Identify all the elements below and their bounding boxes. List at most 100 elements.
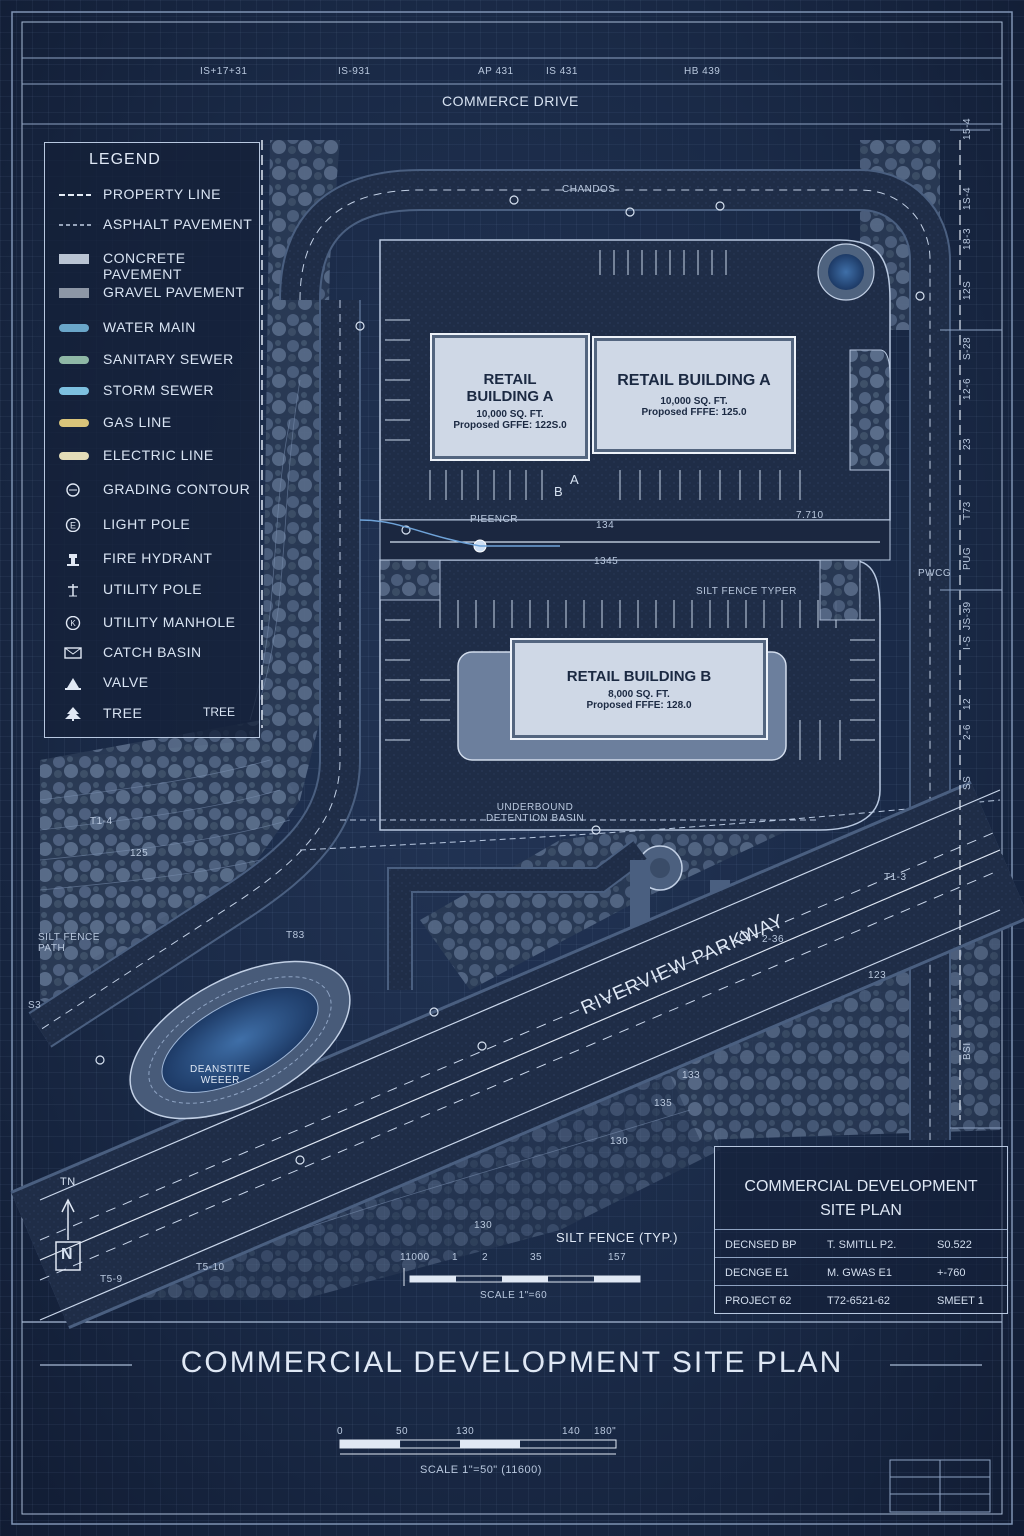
right-station-label: S-28 — [962, 336, 973, 360]
title-block-row-2: DECNGE E1 M. GWAS E1 +-760 — [715, 1257, 1007, 1288]
street-name-top: COMMERCE DRIVE — [442, 93, 579, 109]
legend-item-storm-sewer: STORM SEWER — [57, 381, 257, 401]
legend-item-label: ASPHALT PAVEMENT — [103, 216, 253, 232]
annotation-125: 125 — [130, 848, 149, 859]
legend-item-label: LIGHT POLE — [103, 516, 191, 532]
svg-text:E: E — [70, 521, 76, 531]
station-label-2: IS-931 — [338, 66, 371, 77]
hydrant-icon — [67, 554, 79, 566]
inner-scale-tick-3: 35 — [530, 1252, 543, 1263]
legend-item-water-main: WATER MAIN — [57, 318, 257, 338]
annotation-t14: T1-4 — [90, 816, 113, 827]
tb-cell: T72-6521-62 — [827, 1295, 890, 1307]
legend-item-label: PROPERTY LINE — [103, 186, 222, 202]
inner-scale-tick-0: 11000 — [400, 1252, 430, 1263]
tb-cell: T. SMITLL P2. — [827, 1239, 897, 1251]
annotation-135: 135 — [654, 1098, 673, 1109]
legend-item-label: CONCRETE PAVEMENT — [103, 250, 186, 282]
right-station-label: 2-6 — [962, 724, 973, 740]
annotation-pipe: PIEENCR — [470, 514, 518, 525]
annotation-134: 134 — [596, 520, 615, 531]
station-label-3: AP 431 — [478, 66, 514, 77]
right-station-label: 12-6 — [962, 377, 973, 400]
outer-border — [11, 11, 1013, 1525]
legend-item-electric-line: ELECTRIC LINE — [57, 446, 257, 466]
tb-cell: SMEET 1 — [937, 1295, 984, 1307]
annotation-123: 123 — [868, 970, 887, 981]
annotation-1345: 1345 — [594, 556, 619, 567]
legend-item-concrete-pavement: CONCRETE PAVEMENT — [57, 249, 257, 282]
title-block-title: COMMERCIAL DEVELOPMENT SITE PLAN — [715, 1175, 1007, 1223]
annotation-7710: 7.710 — [796, 510, 824, 521]
cream-pipe-icon — [59, 452, 89, 460]
bottom-scale-label: SCALE 1"=50" (11600) — [420, 1464, 542, 1476]
legend-item-label: UTILITY POLE — [103, 581, 203, 597]
building-area: 10,000 SQ. FT. — [476, 409, 544, 420]
station-label-1: IS+17+31 — [200, 66, 248, 77]
annotation-pond: DEANSTITE WEEER — [190, 1064, 251, 1086]
legend-item-tree: TREE — [57, 704, 257, 724]
building-retail-a-west: RETAIL BUILDING A 10,000 SQ. FT. Propose… — [430, 333, 590, 461]
bottom-scale-tick-0: 0 — [337, 1426, 344, 1437]
tb-cell: DECNGE E1 — [725, 1267, 789, 1279]
legend-item-gas-line: GAS LINE — [57, 413, 257, 433]
annotation-silt-fence-path: SILT FENCE PATH — [38, 932, 100, 954]
right-station-label: 15-4 — [962, 117, 973, 140]
legend-panel: LEGEND PROPERTY LINE ASPHALT PAVEMENT CONC… — [44, 142, 260, 738]
legend-item-utility-pole: UTILITY POLE — [57, 580, 257, 600]
blue-pipe-icon — [59, 324, 89, 332]
right-station-label: T73 — [962, 501, 973, 520]
right-station-label: BSI — [962, 1042, 973, 1060]
catch-basin-icon — [64, 647, 82, 659]
right-station-label: 12S — [962, 280, 973, 300]
pole-icon — [68, 584, 78, 597]
inner-scale-tick-2: 2 — [482, 1252, 489, 1263]
bottom-scale-tick-3: 140 — [562, 1426, 581, 1437]
annotation-130b: 130 — [474, 1220, 493, 1231]
legend-item-label: GRADING CONTOUR — [103, 481, 251, 497]
annotation-silt-fence-typ: SILT FENCE (TYP.) — [556, 1230, 678, 1245]
legend-item-catch-basin: CATCH BASIN — [57, 643, 257, 663]
legend-tree-note: TREE — [202, 705, 235, 719]
building-area: 10,000 SQ. FT. — [660, 396, 728, 407]
annotation-130a: 130 — [610, 1136, 629, 1147]
legend-item-label: WATER MAIN — [103, 319, 196, 335]
legend-item-label: GAS LINE — [103, 414, 172, 430]
right-station-label: JS-39 — [962, 601, 973, 630]
legend-item-asphalt-pavement: ASPHALT PAVEMENT — [57, 215, 257, 235]
annotation-silt-fence-type: SILT FENCE TYPER — [696, 586, 797, 597]
legend-item-label: FIRE HYDRANT — [103, 550, 213, 566]
inner-scale-tick-4: 157 — [608, 1252, 627, 1263]
legend-item-label: STORM SEWER — [103, 382, 215, 398]
title-block: COMMERCIAL DEVELOPMENT SITE PLAN DECNSED… — [714, 1146, 1008, 1314]
annotation-s3: S3 — [28, 1000, 42, 1011]
legend-item-grading-contour: GRADING CONTOUR — [57, 480, 257, 500]
building-ffe: Proposed GFFE: 122S.0 — [453, 420, 567, 431]
green-pipe-icon — [59, 356, 89, 364]
inner-scale-label: SCALE 1"=60 — [480, 1290, 548, 1301]
annotation-ts9: T5-9 — [100, 1274, 123, 1285]
e-circle-icon: E — [65, 518, 81, 532]
bottom-scale-tick-2: 130 — [456, 1426, 475, 1437]
tb-cell: M. GWAS E1 — [827, 1267, 892, 1279]
legend-item-label: VALVE — [103, 674, 149, 690]
tb-cell: PROJECT 62 — [725, 1295, 792, 1307]
main-title: COMMERCIAL DEVELOPMENT SITE PLAN — [180, 1346, 844, 1379]
annotation-detention-basin: UNDERBOUND DETENTION BASIN — [486, 802, 585, 824]
building-ffe: Proposed FFFE: 125.0 — [641, 407, 747, 418]
inner-border — [21, 21, 1003, 1515]
legend-item-valve: VALVE — [57, 673, 257, 693]
right-station-label: 18-3 — [962, 227, 973, 250]
annotation-chandos: CHANDOS — [562, 184, 616, 195]
annotation-a: A — [570, 472, 580, 487]
building-retail-a-east: RETAIL BUILDING A 10,000 SQ. FT. Propose… — [592, 336, 796, 454]
legend-item-label: CATCH BASIN — [103, 644, 202, 660]
bottom-scale-tick-1: 50 — [396, 1426, 409, 1437]
tb-cell: DECNSED BP — [725, 1239, 797, 1251]
north-arrow-tn: TN — [60, 1176, 76, 1188]
legend-title: LEGEND — [89, 151, 161, 168]
annotation-236: 2-36 — [762, 934, 785, 945]
building-area: 8,000 SQ. FT. — [608, 689, 670, 700]
title-block-row-3: PROJECT 62 T72-6521-62 SMEET 1 — [715, 1285, 1007, 1312]
